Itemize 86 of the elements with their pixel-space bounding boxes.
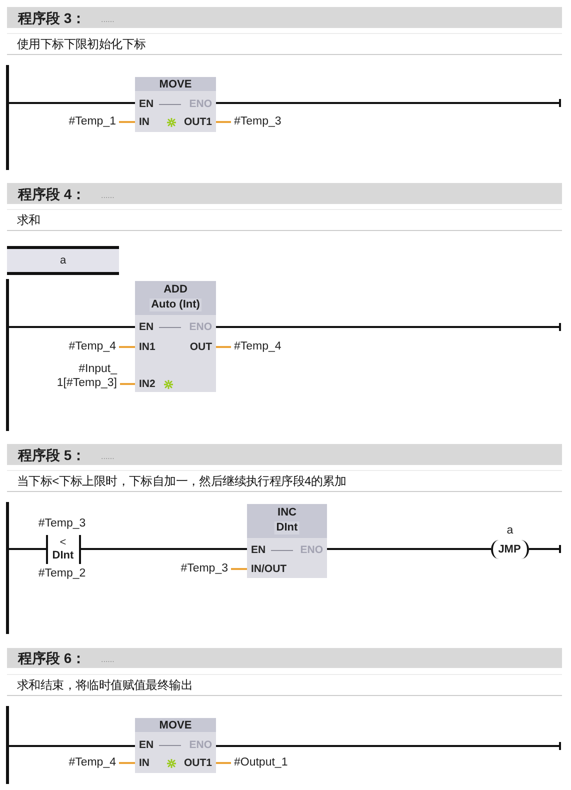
- operand-label: #Input_ 1[#Temp_3]: [44, 361, 120, 391]
- rung-line: [9, 102, 135, 104]
- ellipsis: ......: [101, 656, 114, 664]
- power-rail: [6, 279, 9, 431]
- comment-box: [7, 209, 562, 231]
- coil-label: JMP: [498, 544, 521, 555]
- function-block: [135, 77, 216, 132]
- pin-label: EN: [139, 98, 154, 110]
- compare-contact: [46, 535, 81, 564]
- pin-label: ENO: [300, 544, 323, 556]
- comment-text: 使用下标下限初始化下标: [17, 38, 146, 50]
- pin-label: EN: [139, 322, 154, 332]
- signal-wire: [216, 762, 231, 764]
- block-title: INC: [278, 508, 296, 518]
- section-header: [7, 7, 562, 28]
- operand-label: #Temp_4: [66, 340, 119, 354]
- section-title: 程序段 5：: [18, 448, 86, 462]
- pin-label: EN: [139, 740, 154, 750]
- comment-text: 求和结束，将临时值赋值最终输出: [17, 679, 193, 691]
- operand-label: #Output_1: [231, 756, 291, 770]
- section-header: [7, 183, 562, 204]
- jump-coil: [491, 540, 529, 559]
- operand-label: #Temp_3: [178, 562, 231, 576]
- signal-wire: [231, 568, 247, 570]
- pin-label: ENO: [189, 322, 212, 332]
- pin-label: OUT1: [184, 758, 212, 768]
- block-title: MOVE: [159, 80, 192, 90]
- power-rail: [6, 65, 9, 170]
- label-box: [7, 246, 119, 275]
- signal-wire: [119, 121, 135, 123]
- type-label: DInt: [274, 522, 300, 534]
- section-header: [7, 648, 562, 668]
- comment-text: 当下标<下标上限时，下标自加一，然后继续执行程序段4的累加: [17, 475, 346, 487]
- block-title: MOVE: [159, 720, 192, 732]
- operator-label: <: [60, 538, 66, 548]
- pin-label: ENO: [189, 740, 212, 750]
- rung-line: [81, 548, 247, 550]
- operand-label: #Temp_1: [66, 115, 119, 129]
- rung-line: [529, 544, 561, 554]
- operand-label: #Temp_3: [38, 518, 86, 530]
- operand-label: #Temp_4: [66, 756, 119, 770]
- operand-label: #Temp_2: [38, 568, 86, 580]
- pin-label: IN: [139, 758, 150, 768]
- comment-text: 求和: [17, 214, 40, 226]
- signal-wire: [216, 346, 231, 348]
- rung-line: [9, 548, 46, 550]
- comment-box: [7, 33, 562, 55]
- comment-box: [7, 470, 562, 492]
- jump-label: a: [506, 525, 514, 537]
- pin-label: IN/OUT: [251, 564, 287, 574]
- rung-line: [216, 741, 561, 751]
- pin-label: ENO: [189, 98, 212, 110]
- signal-wire: [119, 346, 135, 348]
- label-text: a: [60, 255, 66, 266]
- function-block: [135, 281, 216, 392]
- rung-line: [9, 326, 135, 328]
- rung-line: [216, 98, 561, 108]
- signal-wire: [120, 383, 135, 385]
- operand-label: #Temp_3: [231, 115, 284, 129]
- power-rail: [6, 502, 9, 634]
- rung-line: [9, 745, 135, 747]
- section-title: 程序段 4：: [18, 186, 86, 200]
- ellipsis: ......: [101, 192, 114, 200]
- section-title: 程序段 6：: [18, 651, 86, 665]
- rung-line: [327, 548, 491, 550]
- ellipsis: ......: [101, 452, 114, 460]
- pin-label: EN: [251, 544, 266, 556]
- section-title: 程序段 3：: [18, 10, 86, 24]
- section-header: [7, 444, 562, 465]
- pin-label: OUT: [190, 342, 212, 352]
- pin-label: OUT1: [184, 116, 212, 128]
- type-label: Auto (Int): [149, 298, 202, 312]
- comment-box: [7, 674, 562, 696]
- function-block: [135, 718, 216, 773]
- type-label: DInt: [52, 550, 74, 562]
- function-block: [247, 504, 327, 578]
- power-rail: [6, 706, 9, 784]
- operand-label: #Temp_4: [231, 340, 284, 354]
- pin-label: IN2: [139, 378, 156, 390]
- ellipsis: ......: [101, 16, 114, 24]
- pin-label: IN: [139, 116, 150, 128]
- rung-line: [216, 322, 561, 332]
- block-title: ADD: [164, 284, 188, 296]
- pin-label: IN1: [139, 342, 156, 352]
- signal-wire: [119, 762, 135, 764]
- signal-wire: [216, 121, 231, 123]
